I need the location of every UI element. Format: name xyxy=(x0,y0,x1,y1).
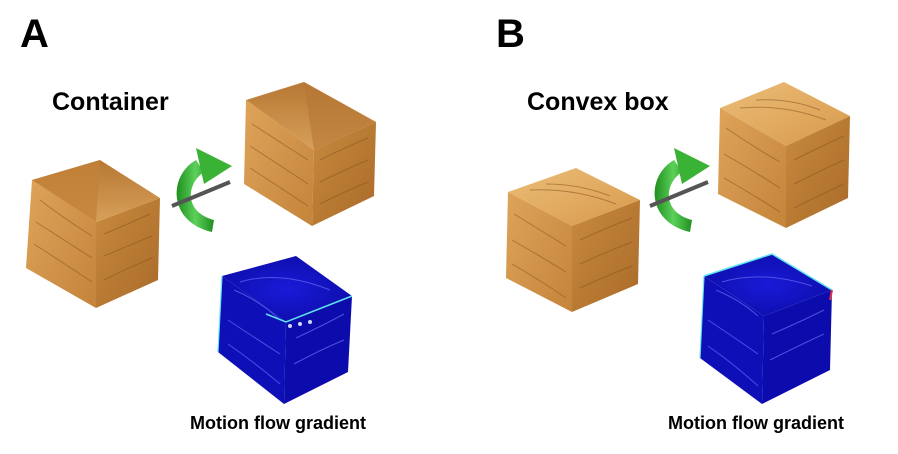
panel-a-motion-flow-box xyxy=(217,256,353,404)
panel-b-title: Convex box xyxy=(527,88,669,116)
panel-b-caption: Motion flow gradient xyxy=(668,413,844,433)
panel-b-letter: B xyxy=(496,12,525,56)
panel-a-rotation-arrow-icon xyxy=(171,148,232,232)
panel-b-closed-box-left xyxy=(506,168,640,312)
panel-a-caption: Motion flow gradient xyxy=(190,413,366,433)
panel-a-title: Container xyxy=(52,88,169,116)
panel-b-rotation-arrow-icon xyxy=(649,148,710,232)
panel-b-motion-flow-box xyxy=(699,253,833,404)
panel-a-open-box-left xyxy=(26,160,160,308)
panel-a-open-box-right xyxy=(244,82,376,226)
panel-b-closed-box-right xyxy=(718,82,850,228)
panel-a-letter: A xyxy=(20,12,49,56)
